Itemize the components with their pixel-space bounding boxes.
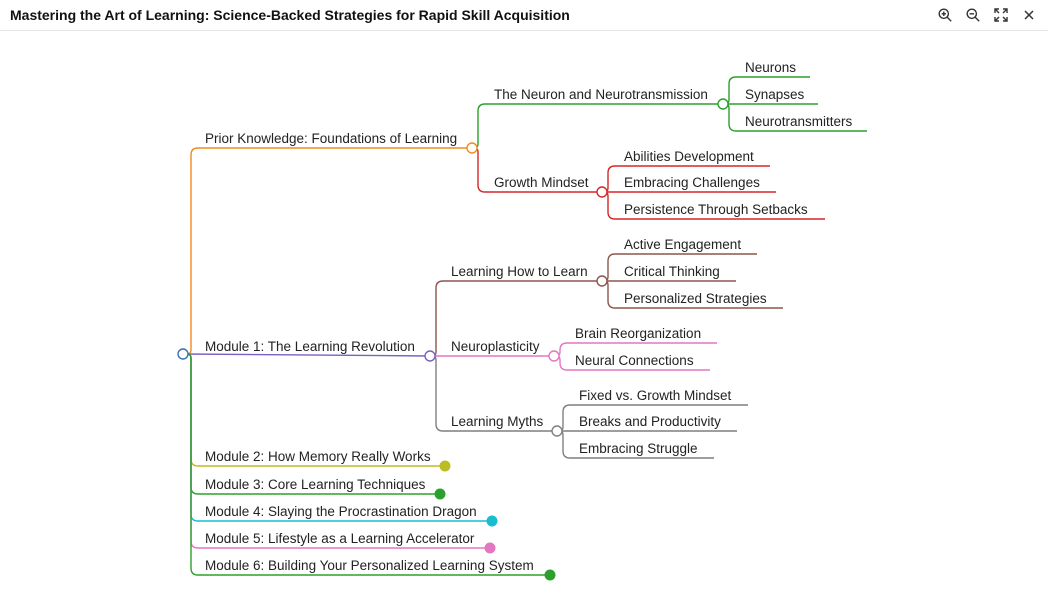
- close-button[interactable]: [1018, 4, 1040, 26]
- leaf-label[interactable]: Fixed vs. Growth Mindset: [579, 388, 732, 403]
- leaf-label[interactable]: Neurons: [745, 60, 796, 75]
- branch-label[interactable]: Module 2: How Memory Really Works: [205, 449, 431, 464]
- branch-label[interactable]: Module 5: Lifestyle as a Learning Accele…: [205, 531, 475, 546]
- leaf-label[interactable]: Critical Thinking: [624, 264, 720, 279]
- subbranch-toggle[interactable]: [551, 425, 563, 437]
- leaf-label[interactable]: Synapses: [745, 87, 805, 102]
- leaf-label[interactable]: Embracing Challenges: [624, 175, 760, 190]
- subbranch-connector: [473, 103, 723, 149]
- leaf-label[interactable]: Persistence Through Setbacks: [624, 202, 808, 217]
- collapsed-node-dot[interactable]: [439, 460, 451, 472]
- leaf-label[interactable]: Neural Connections: [575, 353, 694, 368]
- branch-connector: [182, 353, 431, 357]
- collapsed-node-dot[interactable]: [544, 569, 556, 581]
- subbranch-label[interactable]: Neuroplasticity: [451, 339, 540, 354]
- leaf-label[interactable]: Abilities Development: [624, 149, 754, 164]
- window-title: Mastering the Art of Learning: Science-B…: [10, 7, 570, 23]
- fit-screen-button[interactable]: [990, 4, 1012, 26]
- collapsed-node-dot[interactable]: [434, 488, 446, 500]
- branch-connector: [183, 147, 472, 355]
- branch-label[interactable]: Module 1: The Learning Revolution: [205, 339, 415, 354]
- subbranch-label[interactable]: The Neuron and Neurotransmission: [494, 87, 708, 102]
- toolbar: [934, 4, 1040, 26]
- branch-toggle[interactable]: [424, 350, 436, 362]
- subbranch-label[interactable]: Learning Myths: [451, 414, 544, 429]
- zoom-out-icon: [966, 8, 980, 22]
- collapsed-node-dot[interactable]: [486, 515, 498, 527]
- leaf-label[interactable]: Personalized Strategies: [624, 291, 767, 306]
- title-bar: Mastering the Art of Learning: Science-B…: [0, 0, 1048, 31]
- branch-label[interactable]: Module 4: Slaying the Procrastination Dr…: [205, 504, 477, 519]
- root-node-toggle[interactable]: [177, 348, 189, 360]
- subbranch-toggle[interactable]: [596, 186, 608, 198]
- mindmap-canvas: Prior Knowledge: Foundations of Learning…: [177, 60, 867, 581]
- leaf-label[interactable]: Embracing Struggle: [579, 441, 698, 456]
- subbranch-label[interactable]: Growth Mindset: [494, 175, 589, 190]
- branch-connector: [183, 353, 492, 522]
- close-icon: [1024, 10, 1034, 20]
- subbranch-toggle[interactable]: [717, 98, 729, 110]
- subbranch-label[interactable]: Learning How to Learn: [451, 264, 588, 279]
- zoom-out-button[interactable]: [962, 4, 984, 26]
- branch-label[interactable]: Module 6: Building Your Personalized Lea…: [205, 558, 534, 573]
- branch-connector: [183, 353, 440, 495]
- fullscreen-icon: [994, 8, 1008, 22]
- zoom-in-icon: [938, 8, 952, 22]
- branch-toggle[interactable]: [466, 142, 478, 154]
- collapsed-node-dot[interactable]: [484, 542, 496, 554]
- subbranch-toggle[interactable]: [596, 275, 608, 287]
- branch-label[interactable]: Module 3: Core Learning Techniques: [205, 477, 426, 492]
- leaf-label[interactable]: Active Engagement: [624, 237, 741, 252]
- leaf-label[interactable]: Breaks and Productivity: [579, 414, 721, 429]
- leaf-label[interactable]: Neurotransmitters: [745, 114, 853, 129]
- branch-label[interactable]: Prior Knowledge: Foundations of Learning: [205, 131, 457, 146]
- zoom-in-button[interactable]: [934, 4, 956, 26]
- leaf-label[interactable]: Brain Reorganization: [575, 326, 701, 341]
- subbranch-toggle[interactable]: [548, 350, 560, 362]
